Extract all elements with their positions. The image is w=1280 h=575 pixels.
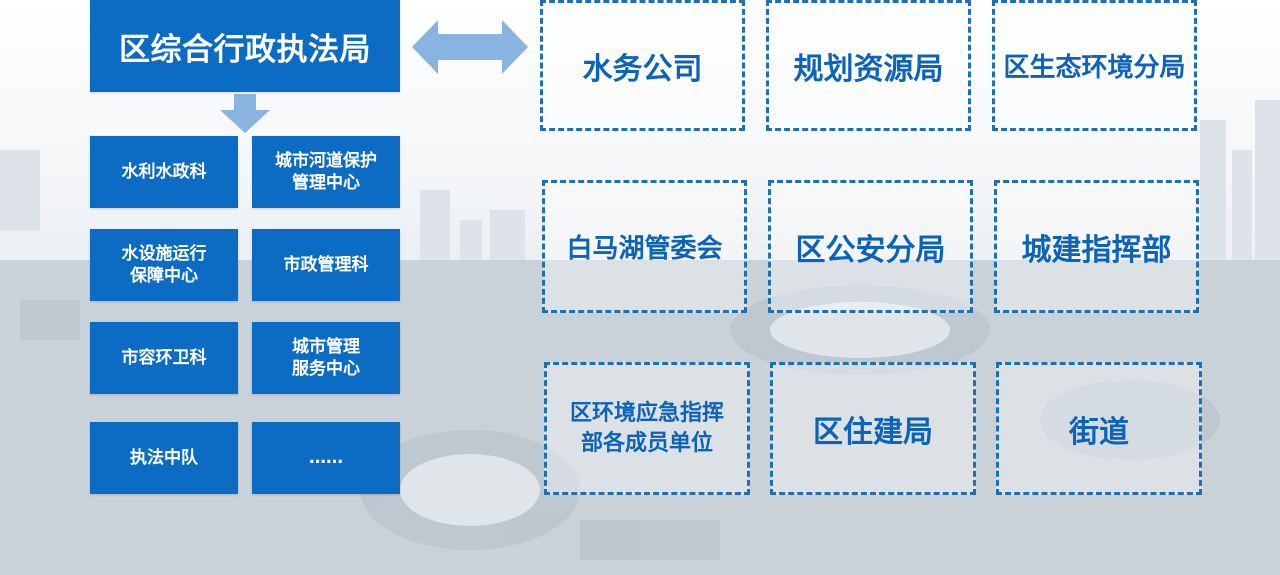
partner-label: 区生态环境分局 (1003, 53, 1186, 83)
partner-box: 区公安分局 (768, 180, 973, 313)
sub-unit-box: 水利水政科 (90, 136, 238, 208)
partner-label: 规划资源局 (793, 51, 944, 87)
sub-unit-box: 市容环卫科 (90, 322, 238, 394)
partner-label: 水务公司 (582, 51, 703, 87)
head-box-label: 区综合行政执法局 (119, 31, 371, 68)
partner-box: 区住建局 (770, 362, 976, 495)
sub-unit-box: 城市管理 服务中心 (252, 322, 400, 394)
partner-label: 白马湖管委会 (566, 234, 723, 264)
partner-box: 区生态环境分局 (992, 0, 1197, 131)
sub-unit-box: 水设施运行 保障中心 (90, 229, 238, 301)
partner-box: 城建指挥部 (994, 180, 1199, 313)
partner-box: 水务公司 (540, 0, 745, 131)
sub-unit-label: 市政管理科 (283, 255, 369, 275)
sub-unit-box: 执法中队 (90, 422, 238, 494)
sub-unit-label: 水利水政科 (121, 162, 207, 182)
partner-box: 规划资源局 (766, 0, 971, 131)
partner-box: 区环境应急指挥 部各成员单位 (544, 362, 750, 495)
partner-label: 城建指挥部 (1021, 232, 1172, 268)
sub-unit-box: 城市河道保护 管理中心 (252, 136, 400, 208)
sub-unit-label: 城市河道保护 管理中心 (275, 151, 377, 193)
sub-unit-label: 水设施运行 保障中心 (121, 244, 207, 286)
sub-unit-box: …… (252, 422, 400, 494)
partner-box: 白马湖管委会 (542, 180, 747, 313)
partner-label: 区环境应急指挥 部各成员单位 (569, 400, 724, 456)
partner-box: 街道 (996, 362, 1202, 495)
partner-label: 区住建局 (813, 414, 933, 450)
double-arrow-icon (412, 20, 528, 74)
down-arrow-icon (220, 94, 270, 133)
sub-unit-label: 城市管理 服务中心 (292, 337, 360, 379)
head-box: 区综合行政执法局 (90, 0, 400, 92)
sub-unit-label: 市容环卫科 (121, 348, 207, 368)
sub-unit-label: 执法中队 (130, 448, 198, 468)
partner-label: 街道 (1069, 414, 1129, 450)
sub-unit-label: …… (309, 448, 343, 468)
partner-label: 区公安分局 (795, 232, 946, 268)
sub-unit-box: 市政管理科 (252, 229, 400, 301)
